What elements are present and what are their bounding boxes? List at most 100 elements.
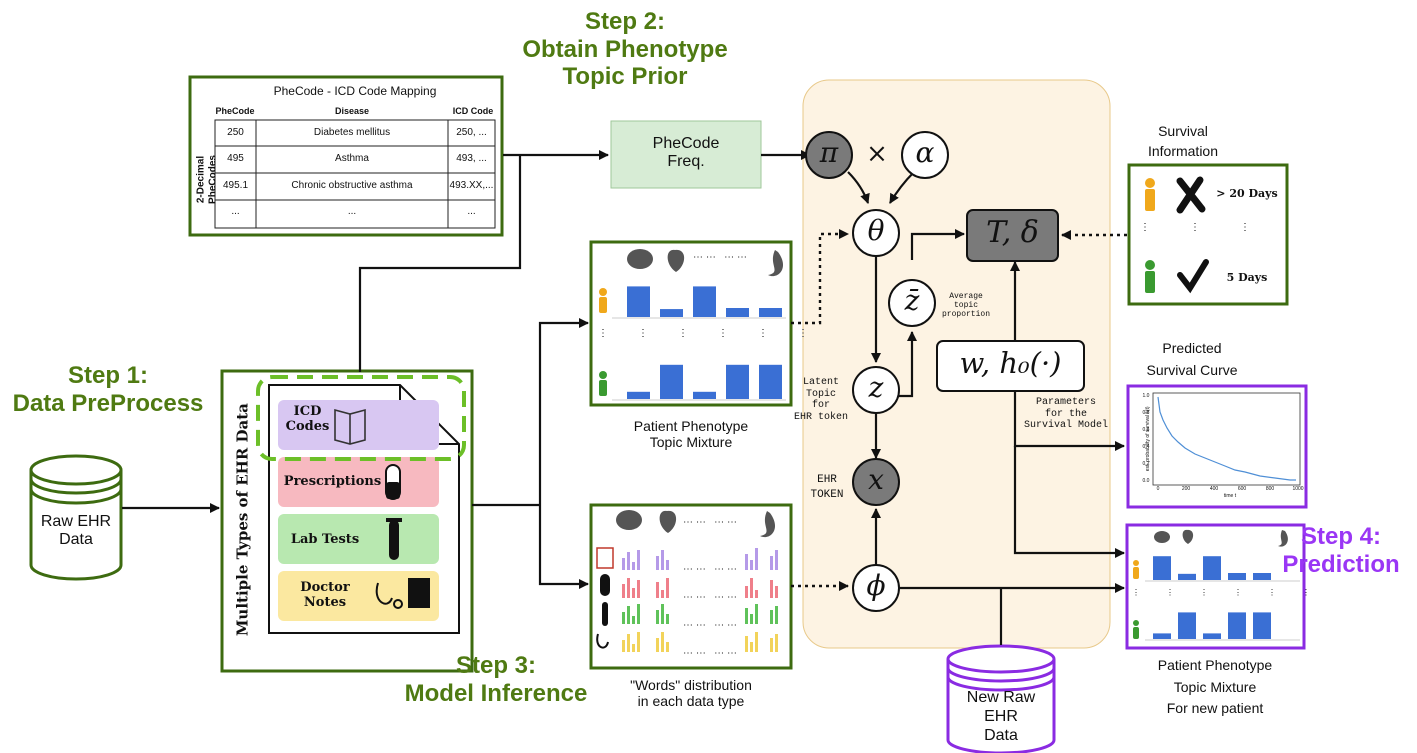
new-raw-ehr-label: New Raw EHR Data (948, 688, 1054, 746)
alpha-symbol: α (915, 136, 935, 169)
table-cell: 493.XX,... (449, 180, 494, 191)
zbar-symbol: z̄ (904, 284, 920, 317)
person-icon-orange (1145, 178, 1155, 211)
line-ehr-to-mapping (358, 155, 522, 372)
header-icd: ICD Code (452, 106, 494, 116)
w-h0-node (936, 340, 1085, 392)
topic-bar (627, 391, 650, 399)
panel-ellipsis: ⋮⋮⋮⋮⋮⋮ (598, 328, 838, 339)
new-raw-line-1: New Raw (966, 689, 1036, 706)
step1-line-2: Data PreProcess (12, 389, 204, 417)
notes-line-1: Doctor (300, 580, 350, 595)
test-tube-icon (602, 602, 608, 626)
table-cell: 495.1 (222, 180, 249, 191)
pi-node (805, 131, 853, 179)
panel-ellipsis: ⋯ ⋯ ⋯ ⋯ (683, 517, 737, 528)
panel-ellipsis: ⋯ ⋯ ⋯ ⋯⋯ ⋯ ⋯ ⋯⋯ ⋯ ⋯ ⋯⋯ ⋯ ⋯ ⋯ (683, 564, 737, 659)
topic-bar (759, 364, 782, 399)
table-cell: Asthma (335, 153, 369, 164)
caption-si-line-2: Information (1147, 142, 1219, 159)
ehr-item-prescriptions: Prescriptions (283, 474, 382, 489)
survival-curve-line (1157, 396, 1296, 481)
caption-predicted-curve: Predicted Survival Curve (1117, 338, 1267, 381)
ehr-item-lab: Lab Tests (290, 532, 360, 547)
topic-bar (627, 286, 650, 317)
topic-bar (693, 391, 716, 399)
ehr-item-icd: ICD Codes (280, 404, 335, 435)
ehr-types-vertical-label: Multiple Types of EHR Data (233, 403, 252, 637)
phi-node (852, 564, 900, 612)
topic-bar (1228, 612, 1246, 639)
curve-y-tick: 1.0 (1142, 393, 1150, 399)
caption-pm-line-1: Patient Phenotype (633, 418, 749, 434)
raw-ehr-cylinder (29, 454, 123, 581)
raw-ehr-line-1: Raw EHR (40, 513, 112, 530)
stomach-icon (768, 250, 784, 277)
z-node (852, 366, 900, 414)
latent-topic-label: Latent Topic for EHR token (790, 377, 852, 423)
curve-x-tick: 200 (1181, 486, 1191, 492)
mapping-table-frame (188, 75, 504, 237)
step4-line-2: Prediction (1282, 550, 1400, 578)
times-symbol: × (866, 139, 888, 169)
avg-line-3: proportion (941, 310, 990, 320)
person-icon-orange (1133, 560, 1139, 579)
table-cell: ... (231, 206, 240, 217)
topic-bar (726, 364, 749, 399)
icd-line-1: ICD (293, 404, 322, 419)
curve-y-tick: 0.0 (1142, 478, 1150, 484)
survival-value-2: 5 Days (1226, 271, 1268, 284)
new-patient-panel (1125, 523, 1306, 650)
caption-pc-line-2: Survival Curve (1146, 361, 1238, 378)
phecode-freq-box (610, 120, 762, 189)
z-symbol: z (868, 371, 884, 404)
heart-icon (1182, 529, 1194, 544)
table-cell: 250 (227, 127, 244, 138)
caption-survival-info: Survival Information (1128, 122, 1238, 161)
T-delta-node (966, 209, 1059, 262)
mapping-table-title: PheCode - ICD Code Mapping (273, 84, 437, 98)
theta-symbol: θ (867, 214, 885, 247)
table-cell: 493, ... (456, 153, 487, 164)
avg-line-1: Average (949, 292, 983, 301)
topic-bar (1178, 573, 1196, 580)
arrow-to-words-panel (538, 505, 589, 589)
icd-line-2: Codes (285, 418, 330, 434)
table-cell: Chronic obstructive asthma (291, 180, 413, 191)
table-cell: 495 (227, 153, 244, 164)
topic-bar (1203, 633, 1221, 639)
icd-book-icon (596, 547, 614, 569)
header-disease: Disease (334, 106, 370, 116)
x-symbol: x (868, 463, 884, 496)
icd-highlight-dashed (256, 375, 466, 461)
new-raw-ehr-cylinder (946, 644, 1056, 753)
caption-wd-line-1: "Words" distribution (630, 677, 752, 693)
params-line-1: Parameters (1035, 397, 1096, 408)
table-cell: ... (347, 206, 357, 217)
curve-y-tick: 0.6 (1142, 427, 1150, 433)
pill-icon (600, 574, 610, 596)
panel-ellipsis: ⋯ ⋯ ⋯ ⋯ (693, 252, 747, 263)
curve-x-tick: 1000 (1292, 486, 1304, 492)
step2-line-3: Topic Prior (562, 63, 688, 91)
stethoscope-note-icon (375, 578, 430, 609)
organ-icons-top (627, 249, 784, 277)
latent-line-2: Topic (805, 388, 836, 400)
caption-np-line-1: Patient Phenotype (1157, 657, 1273, 673)
topic-mixture-panel (589, 240, 793, 407)
step2-line-2: Obtain Phenotype (522, 35, 728, 63)
survival-value-1: > 20 Days (1216, 187, 1278, 200)
person-icon-green (1133, 620, 1139, 639)
table-cell: ... (467, 206, 476, 217)
raw-ehr-label: Raw EHR Data (31, 513, 121, 550)
caption-np-line-2: Topic Mixture (1173, 678, 1257, 695)
stethoscope-icon (596, 633, 609, 649)
topic-bar (660, 364, 683, 399)
check-mark-icon (1177, 259, 1209, 294)
arrow-z-to-zbar (898, 331, 917, 398)
caption-patient-mixture: Patient Phenotype Topic Mixture (591, 418, 791, 450)
heart-icon (659, 510, 677, 533)
pill-icon (385, 464, 401, 500)
person-icon-green (1145, 260, 1155, 293)
side-label-line-1: 2-Decimal (195, 155, 207, 204)
